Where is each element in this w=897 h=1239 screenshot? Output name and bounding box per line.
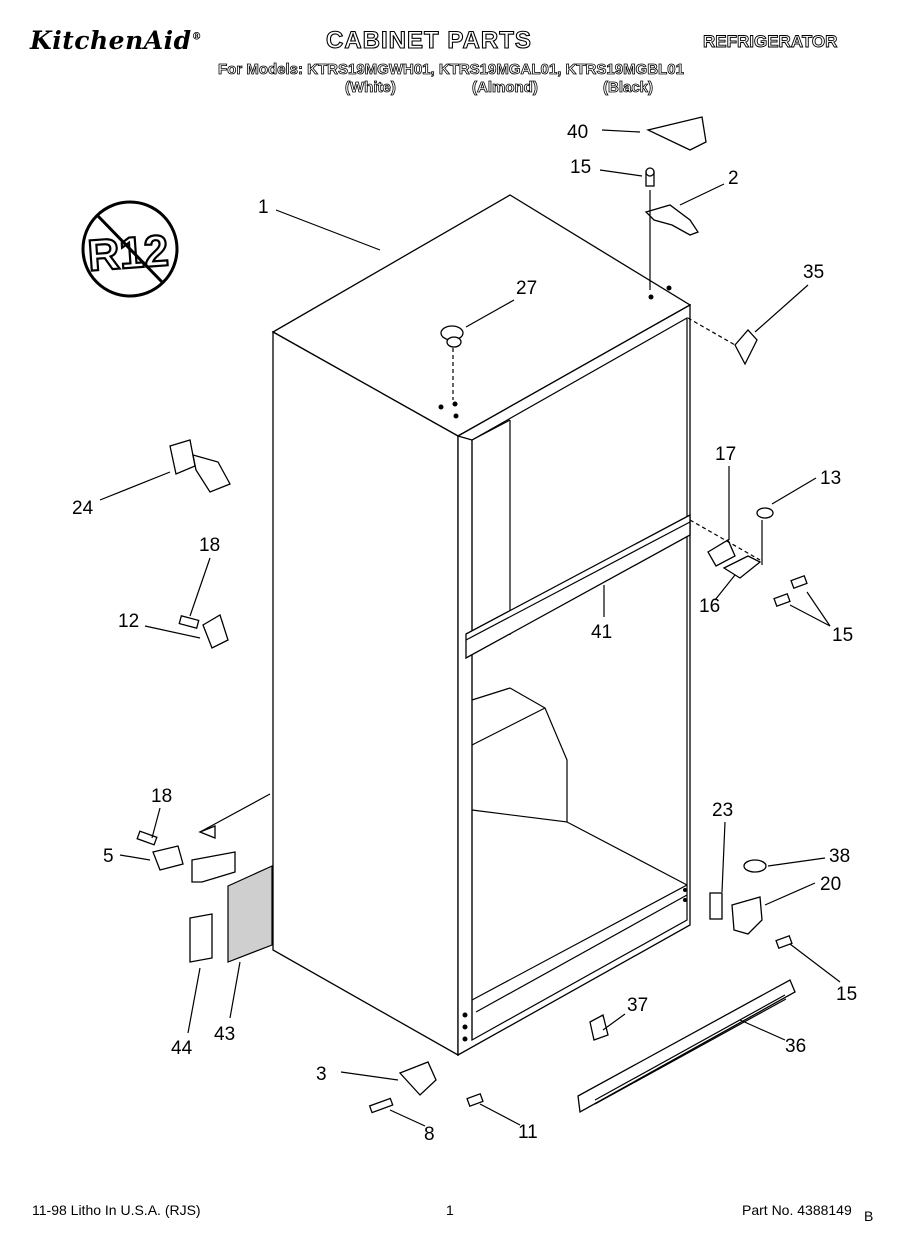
footer-litho: 11-98 Litho In U.S.A. (RJS) <box>32 1202 201 1218</box>
callout-27: 27 <box>516 278 537 299</box>
callout-44: 44 <box>171 1038 193 1059</box>
callout-23: 23 <box>712 800 733 821</box>
top-hinge-part <box>644 190 699 290</box>
callout-5: 5 <box>103 846 114 867</box>
footer-mark: B <box>864 1208 874 1224</box>
callout-36: 36 <box>785 1036 806 1057</box>
category-label: REFRIGERATOR <box>703 32 838 52</box>
hinge-pin-cover-part <box>687 317 758 366</box>
insulation-pad-part <box>227 865 273 963</box>
hinge-shim-part <box>178 614 229 649</box>
door-stop-part <box>169 439 231 493</box>
center-hinge-part <box>689 507 774 579</box>
no-r12-refrigerant-icon: R12 <box>81 200 179 298</box>
bottom-hinge-part <box>731 859 767 935</box>
grille-clip-part <box>589 1014 609 1041</box>
callout-17: 17 <box>715 444 736 465</box>
leader-lines <box>99 129 841 1127</box>
callout-35: 35 <box>803 262 824 283</box>
screw-part <box>645 167 655 187</box>
callout-11: 11 <box>518 1122 538 1143</box>
callout-13: 13 <box>820 468 841 489</box>
r12-text: R12 <box>86 226 170 281</box>
lower-left-brackets <box>136 793 273 963</box>
callout-41: 41 <box>591 622 612 643</box>
callout-labels: 1 2 3 5 8 11 12 13 15 15 15 16 17 18 18 … <box>72 122 857 1145</box>
color-black: (Black) <box>603 79 654 97</box>
callout-40: 40 <box>567 122 588 143</box>
footer-page-number: 1 <box>446 1202 454 1218</box>
plug-part <box>440 325 464 400</box>
cabinet <box>271 194 692 1057</box>
color-white: (White) <box>345 79 397 97</box>
callout-1: 1 <box>258 197 269 218</box>
callout-2: 2 <box>728 168 739 189</box>
callout-12: 12 <box>118 611 139 632</box>
screw-parts <box>466 575 808 1107</box>
callout-38: 38 <box>829 846 850 867</box>
brand-logo: KitchenAid® <box>30 26 203 55</box>
model-list: For Models: KTRS19MGWH01, KTRS19MGAL01, … <box>218 61 685 79</box>
callout-18-lower: 18 <box>151 786 172 807</box>
callout-3: 3 <box>316 1064 327 1085</box>
callout-16: 16 <box>699 596 720 617</box>
callout-24: 24 <box>72 498 94 519</box>
callout-15-middle: 15 <box>832 625 853 646</box>
callout-15-top: 15 <box>570 157 591 178</box>
callout-15-bottom: 15 <box>836 984 857 1005</box>
shim-part <box>709 892 723 920</box>
callout-8: 8 <box>424 1124 435 1145</box>
hinge-cover-part <box>646 116 707 151</box>
callout-20: 20 <box>820 874 841 895</box>
callout-18-upper: 18 <box>199 535 220 556</box>
callout-37: 37 <box>627 995 648 1016</box>
footer-part-number: Part No. 4388149 <box>742 1202 852 1218</box>
callout-43: 43 <box>214 1024 235 1045</box>
roller-part <box>368 1061 437 1114</box>
page-title: CABINET PARTS <box>325 26 532 54</box>
base-grille-part <box>577 979 796 1114</box>
center-mullion <box>465 513 691 660</box>
color-almond: (Almond) <box>472 79 539 97</box>
